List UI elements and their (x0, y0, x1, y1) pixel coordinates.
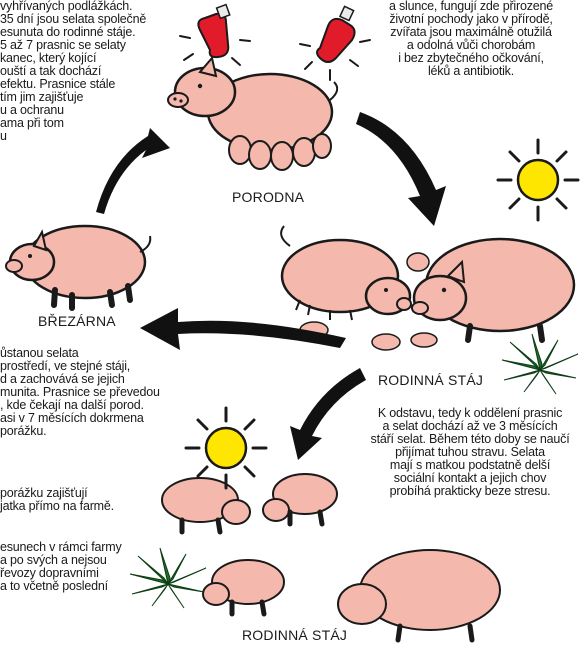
text-line: ama při tom (0, 117, 158, 130)
text-line: porážku. (0, 425, 196, 438)
plant-icon (502, 334, 578, 394)
nursing-sow-illustration (168, 58, 337, 170)
heat-lamp-icon (300, 6, 370, 80)
porodna-label: PORODNA (232, 189, 304, 205)
pregnant-sow-illustration (6, 226, 150, 308)
text-line: probíhá prakticky beze stresu. (360, 485, 580, 498)
transfer-description: esunech v rámci farmy a po svých a nejso… (0, 541, 160, 593)
rodinna-staj-label-bottom: RODINNÁ STÁJ (242, 627, 347, 643)
heat-lamp-icon (180, 5, 250, 76)
brezarna-label: BŘEZÁRNA (38, 313, 116, 329)
family-stable-pigs-illustration (281, 226, 574, 350)
sun-icon (498, 140, 578, 220)
sun-icon (186, 408, 266, 488)
finishing-pigs-illustration (162, 474, 500, 640)
slaughter-description: porážku zajišťují jatka přímo na farmě. (0, 487, 160, 513)
text-line: léků a antibiotik. (362, 65, 580, 78)
porodna-description: vyhřívaných podlážkách. 35 dní jsou sela… (0, 0, 158, 143)
text-line: jatka přímo na farmě. (0, 500, 160, 513)
text-line: a to včetně poslední (0, 580, 160, 593)
brezarna-description: ůstanou selata prostředí, ve stejné stáj… (0, 347, 196, 438)
text-line: u (0, 130, 158, 143)
rodinna-staj-label-right: RODINNÁ STÁJ (378, 372, 483, 388)
natural-conditions-description: a slunce, fungují zde přirozené životní … (362, 0, 580, 78)
weaning-description: K odstavu, tedy k oddělení prasnic a sel… (360, 407, 580, 498)
